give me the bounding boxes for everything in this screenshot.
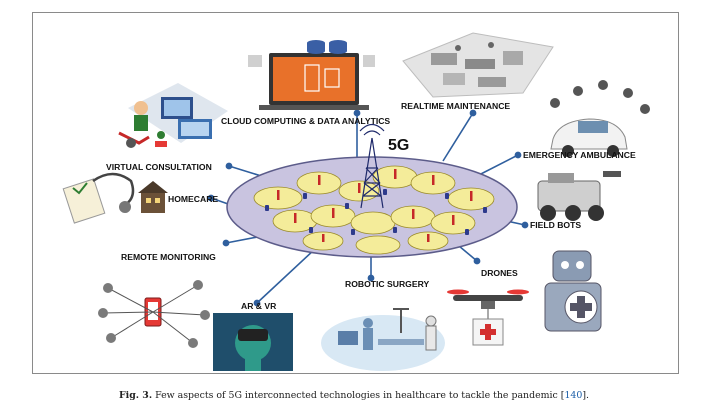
label-virtual-consultation: VIRTUAL CONSULTATION (106, 162, 212, 172)
label-cloud-computing: CLOUD COMPUTING & DATA ANALYTICS (221, 116, 390, 126)
label-emergency-ambulance: EMERGENCY AMBULANCE (523, 150, 636, 160)
virtual-consultation-icon (118, 83, 228, 148)
emergency-ambulance-icon (550, 80, 650, 157)
robot-icon (544, 250, 602, 332)
5g-tower-icon (359, 123, 385, 209)
figure-number: Fig. 3. (119, 390, 153, 401)
ar-vr-headset-icon (213, 313, 293, 371)
label-robotic-surgery: ROBOTIC SURGERY (345, 279, 429, 289)
homecare-icon (62, 172, 168, 224)
5g-network-ellipse (226, 156, 518, 258)
cloud-computing-laptop-icon (248, 40, 375, 110)
field-bots-icon (537, 171, 621, 221)
figure-frame: 5G (32, 12, 679, 374)
caption-text: Few aspects of 5G interconnected technol… (155, 390, 558, 401)
drone-icon (447, 289, 529, 346)
label-ar-vr: AR & VR (241, 301, 277, 311)
caption-ref-close: ]. (582, 390, 589, 401)
citation-link[interactable]: 140 (564, 390, 583, 401)
label-drones: DRONES (481, 268, 518, 278)
label-homecare: HOMECARE (168, 194, 218, 204)
label-field-bots: FIELD BOTS (530, 220, 581, 230)
label-realtime-maintenance: REALTIME MAINTENANCE (401, 101, 510, 111)
robotic-surgery-icon (321, 308, 445, 371)
5g-healthcare-diagram: 5G (62, 32, 650, 371)
realtime-maintenance-icon (402, 32, 554, 98)
caption-ref-open: [ (560, 390, 565, 401)
label-remote-monitoring: REMOTE MONITORING (121, 252, 216, 262)
5g-label: 5G (388, 137, 409, 154)
figure-caption: Fig. 3. Few aspects of 5G interconnected… (0, 390, 708, 401)
remote-monitoring-icon (98, 280, 210, 348)
